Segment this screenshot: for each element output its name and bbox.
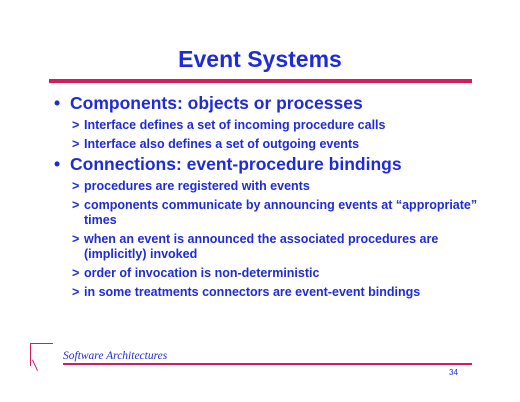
arrow-marker-icon: > xyxy=(72,179,80,193)
sub-bullet-text: in some treatments connectors are event-… xyxy=(84,285,421,299)
sub-bullet-item: > Interface defines a set of incoming pro… xyxy=(54,118,484,133)
sub-bullet-item: > in some treatments connectors are event… xyxy=(54,285,484,300)
arrow-marker-icon: > xyxy=(72,118,80,132)
bullet-dot-icon: • xyxy=(54,93,61,113)
footer-label: Software Architectures xyxy=(63,350,168,362)
sub-bullet-item: > procedures are registered with events xyxy=(54,179,484,194)
bullet-text: Connections: event-procedure bindings xyxy=(70,154,402,174)
sub-bullet-text: Interface defines a set of incoming proc… xyxy=(84,118,386,132)
arrow-marker-icon: > xyxy=(72,266,80,280)
sub-bullet-item: > when an event is announced the associat… xyxy=(54,232,484,262)
bullet-text: Components: objects or processes xyxy=(70,93,363,113)
footer-divider xyxy=(63,363,472,365)
bullet-item: • Connections: event-procedure bindings xyxy=(54,154,484,175)
sub-bullet-item: > Interface also defines a set of outgoin… xyxy=(54,137,484,152)
page-number: 34 xyxy=(449,368,458,377)
sub-bullet-item: > components communicate by announcing ev… xyxy=(54,198,484,228)
slide-title: Event Systems xyxy=(178,46,342,72)
arrow-marker-icon: > xyxy=(72,198,80,212)
sub-bullet-item: > order of invocation is non-deterministi… xyxy=(54,266,484,281)
title-divider xyxy=(49,79,472,83)
arrow-marker-icon: > xyxy=(72,285,80,299)
bullet-item: • Components: objects or processes xyxy=(54,93,484,114)
sub-bullet-text: order of invocation is non-deterministic xyxy=(84,266,320,280)
footer-logo-mark xyxy=(30,343,53,366)
sub-bullet-text: components communicate by announcing eve… xyxy=(84,198,478,227)
sub-bullet-text: Interface also defines a set of outgoing… xyxy=(84,137,360,151)
bullet-dot-icon: • xyxy=(54,154,61,174)
sub-bullet-text: when an event is announced the associate… xyxy=(84,232,439,261)
bullet-list: • Components: objects or processes > Inter… xyxy=(54,91,484,300)
arrow-marker-icon: > xyxy=(72,232,80,246)
sub-bullet-text: procedures are registered with events xyxy=(84,179,310,193)
arrow-marker-icon: > xyxy=(72,137,80,151)
